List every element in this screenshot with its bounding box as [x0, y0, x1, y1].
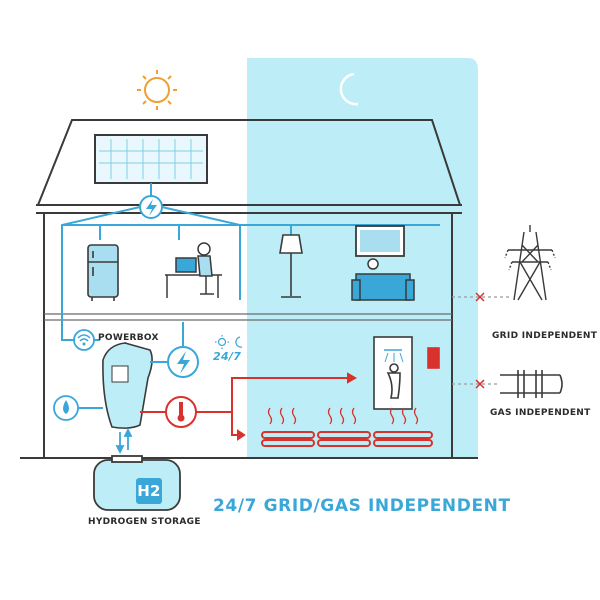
- h2-label: H2: [137, 482, 161, 500]
- water-drop-icon: [53, 395, 79, 421]
- lightning-icon: [139, 195, 163, 219]
- floor-separator: [44, 313, 452, 321]
- gas-independent-label: GAS INDEPENDENT: [490, 408, 591, 418]
- solar-panel-icon: [94, 134, 208, 184]
- hydrogen-storage-label: HYDROGEN STORAGE: [88, 517, 201, 527]
- night-panel: [247, 58, 478, 458]
- grid-independent-label: GRID INDEPENDENT: [492, 331, 598, 341]
- wifi-icon: [73, 329, 95, 351]
- fridge-icon: [87, 244, 119, 301]
- thermometer-icon: [165, 396, 197, 428]
- shower-icon: [373, 336, 440, 410]
- powerbox-label: POWERBOX: [98, 333, 159, 343]
- house-outline: [20, 119, 478, 459]
- sun-moon-small-icon: [215, 335, 243, 349]
- sun-icon: [137, 70, 177, 110]
- power-pylon-icon: [504, 225, 556, 301]
- moon-icon: [339, 72, 359, 106]
- gas-pipe-icon: [500, 370, 563, 398]
- sofa-icon: [351, 258, 415, 301]
- powerbox-icon: [102, 342, 153, 429]
- disconnect-markers: [452, 292, 512, 389]
- hydrogen-tank-icon: [93, 455, 181, 511]
- power-distribution-lines: [61, 206, 440, 346]
- always-on-label: 24/7: [213, 350, 242, 363]
- tv-icon: [355, 225, 405, 257]
- person-at-desk-icon: [165, 242, 222, 298]
- hydrogen-link: [115, 427, 133, 455]
- heat-lines: [140, 372, 358, 441]
- floor-lamp-icon: [279, 234, 303, 298]
- lightning-icon-2: [167, 346, 199, 378]
- headline: 24/7 GRID/GAS INDEPENDENT: [213, 496, 511, 516]
- floor-heating-icon: [261, 407, 433, 447]
